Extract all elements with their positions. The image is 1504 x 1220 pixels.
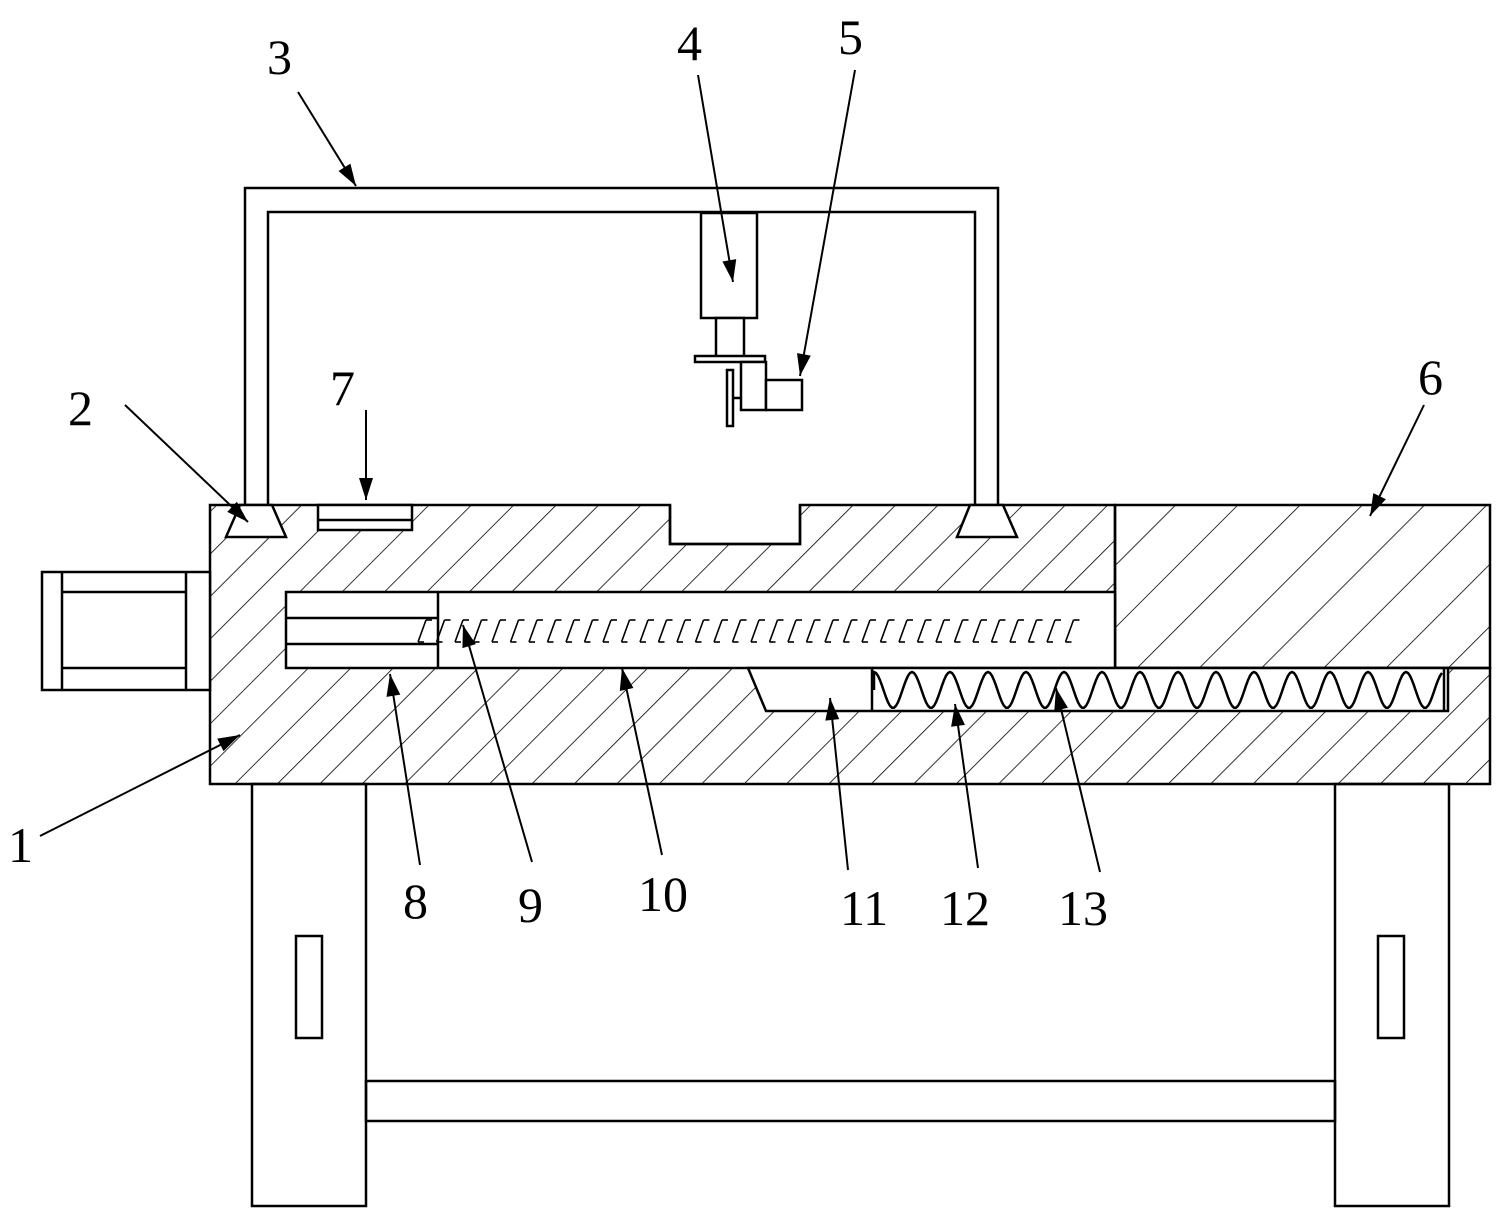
spring bbox=[872, 669, 1444, 710]
callout-9: 9 bbox=[518, 877, 543, 933]
callout-6: 6 bbox=[1418, 349, 1443, 405]
leader-11 bbox=[829, 697, 849, 871]
leader-5-arrowhead bbox=[797, 353, 811, 376]
leader-5 bbox=[799, 69, 856, 377]
leader-2 bbox=[124, 404, 249, 523]
crossbar bbox=[364, 1079, 1337, 1123]
leader-12 bbox=[954, 703, 979, 869]
leader-8-arrowhead bbox=[386, 674, 401, 697]
leader-10 bbox=[621, 667, 663, 856]
motor bbox=[40, 570, 212, 692]
leader-3-arrowhead bbox=[338, 163, 356, 186]
leader-6-arrowhead bbox=[1370, 493, 1386, 516]
callout-8: 8 bbox=[403, 873, 428, 929]
callout-labels: 1 2 3 4 5 6 7 8 9 10 11 12 13 bbox=[8, 9, 1443, 936]
callout-11: 11 bbox=[840, 880, 888, 936]
callout-5: 5 bbox=[838, 9, 863, 65]
leader-4-arrowhead bbox=[722, 259, 737, 282]
leader-9 bbox=[462, 624, 533, 863]
leader-12-arrowhead bbox=[951, 704, 965, 727]
gantry-frame bbox=[224, 186, 1019, 539]
leader-13-arrowhead bbox=[1054, 688, 1068, 712]
right-leg-slot bbox=[1376, 934, 1406, 1040]
right-leg bbox=[1333, 782, 1451, 1208]
leader-10-arrowhead bbox=[619, 668, 634, 691]
left-leg-slot bbox=[294, 934, 324, 1040]
leader-9-arrowhead bbox=[462, 625, 476, 649]
callout-4: 4 bbox=[677, 15, 702, 71]
leader-4 bbox=[697, 74, 734, 283]
table-frame bbox=[250, 782, 1451, 1208]
base-block bbox=[208, 503, 1492, 786]
leader-7-arrowhead bbox=[359, 478, 373, 500]
slide-block bbox=[1113, 503, 1492, 670]
leader-2-arrowhead bbox=[227, 501, 248, 522]
callout-7: 7 bbox=[330, 360, 355, 416]
leader-11-arrowhead bbox=[825, 698, 840, 721]
callout-13: 13 bbox=[1058, 880, 1108, 936]
callout-2: 2 bbox=[68, 380, 93, 436]
leader-8 bbox=[389, 673, 421, 866]
lead-screw bbox=[417, 619, 1080, 643]
leader-1 bbox=[39, 734, 241, 837]
clamp-plate bbox=[316, 503, 414, 532]
leader-1-arrowhead bbox=[217, 735, 240, 752]
leader-lines bbox=[39, 69, 1425, 873]
callout-1: 1 bbox=[8, 817, 33, 873]
cylinder-assembly bbox=[693, 211, 804, 428]
callout-10: 10 bbox=[638, 866, 688, 922]
callout-3: 3 bbox=[267, 29, 292, 85]
callout-12: 12 bbox=[940, 880, 990, 936]
spring-channel bbox=[746, 666, 1450, 713]
left-leg bbox=[250, 782, 368, 1208]
leader-13 bbox=[1055, 687, 1101, 873]
